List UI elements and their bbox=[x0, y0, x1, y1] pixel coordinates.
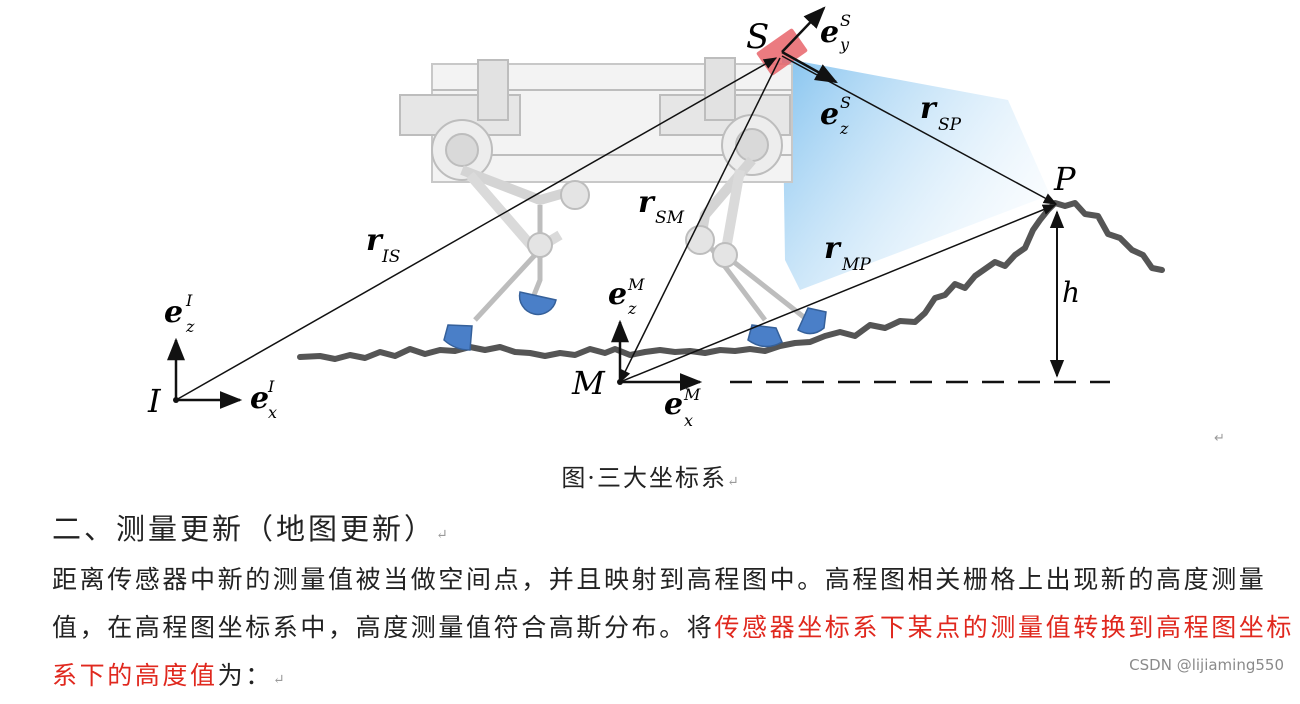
label-e-y-S-sup: S bbox=[840, 11, 851, 30]
label-r-SP: r bbox=[920, 91, 938, 126]
quadruped-robot-sketch bbox=[399, 57, 807, 322]
label-e-z-S-sub: z bbox=[839, 119, 849, 138]
label-r-IS: r bbox=[366, 223, 384, 258]
caption-text: 图·三大坐标系 bbox=[561, 464, 727, 492]
label-e-z-M-sup: M bbox=[627, 275, 645, 294]
label-r-MP: r bbox=[824, 231, 842, 266]
body-paragraph: 距离传感器中新的测量值被当做空间点，并且映射到高程图中。高程图相关栅格上出现新的… bbox=[52, 556, 1297, 704]
label-r-MP-sub: MP bbox=[841, 255, 871, 275]
foot-rear-right bbox=[797, 307, 827, 335]
sensor-view-cone bbox=[782, 58, 1050, 290]
paragraph-highlight: 传感器坐标系下某点的测量值转换到高程图坐标系下的高度值 bbox=[52, 613, 1295, 690]
foot-rear-left bbox=[747, 324, 783, 348]
heading-text: 二、测量更新（地图更新） bbox=[52, 512, 437, 546]
figure-return-mark: ↵ bbox=[1214, 431, 1225, 446]
label-r-SM-sub: SM bbox=[655, 208, 685, 228]
label-e-x-M: e bbox=[664, 387, 683, 422]
axis-S-z bbox=[781, 50, 838, 84]
foot-front-left bbox=[443, 324, 473, 351]
label-e-z-I-sub: z bbox=[185, 317, 195, 336]
label-e-y-S: e bbox=[820, 15, 839, 50]
heading-return-mark: ↵ bbox=[436, 527, 448, 543]
label-e-z-M-sub: z bbox=[627, 299, 637, 318]
label-I: I bbox=[147, 382, 162, 420]
label-r-SM: r bbox=[638, 185, 656, 220]
section-heading: 二、测量更新（地图更新）↵ bbox=[52, 506, 448, 548]
robot-feet bbox=[443, 291, 827, 351]
paragraph-return-mark: ↵ bbox=[272, 672, 285, 688]
label-e-z-S-sup: S bbox=[840, 93, 851, 112]
figure-caption: 图·三大坐标系↵ bbox=[0, 458, 1300, 493]
coordinate-frames-figure: S P M I h r IS r SM r SP r MP e S y e S … bbox=[147, 6, 1225, 446]
label-e-z-S: e bbox=[820, 97, 839, 132]
vector-r-SM bbox=[619, 57, 781, 384]
label-e-z-M: e bbox=[608, 277, 627, 312]
label-e-x-I-sup: I bbox=[267, 377, 275, 396]
label-h: h bbox=[1062, 276, 1080, 309]
caption-return-mark: ↵ bbox=[726, 474, 739, 490]
vector-r-IS bbox=[175, 57, 778, 401]
label-P: P bbox=[1053, 160, 1076, 198]
label-r-IS-sub: IS bbox=[381, 247, 400, 267]
paragraph-text-2: 为： bbox=[217, 661, 273, 690]
vector-r-MP bbox=[619, 204, 1057, 383]
label-M: M bbox=[571, 364, 606, 402]
label-e-z-I-sup: I bbox=[185, 291, 193, 310]
label-S: S bbox=[746, 17, 769, 57]
foot-front-right bbox=[518, 291, 557, 316]
label-e-y-S-sub: y bbox=[839, 35, 850, 54]
paragraph-text-1: 距离传感器中新的测量值被当做空间点，并且映射到高程图中。高程图相关栅格上出现新的… bbox=[52, 565, 1267, 642]
csdn-watermark: CSDN @lijiaming550 bbox=[1129, 656, 1284, 674]
axis-S-y bbox=[781, 6, 826, 53]
label-e-x-M-sub: x bbox=[684, 411, 693, 430]
label-r-SP-sub: SP bbox=[938, 115, 962, 135]
label-e-x-M-sup: M bbox=[683, 385, 701, 404]
label-e-x-I-sub: x bbox=[268, 403, 277, 422]
label-e-x-I: e bbox=[250, 381, 269, 416]
label-e-z-I: e bbox=[164, 295, 183, 330]
